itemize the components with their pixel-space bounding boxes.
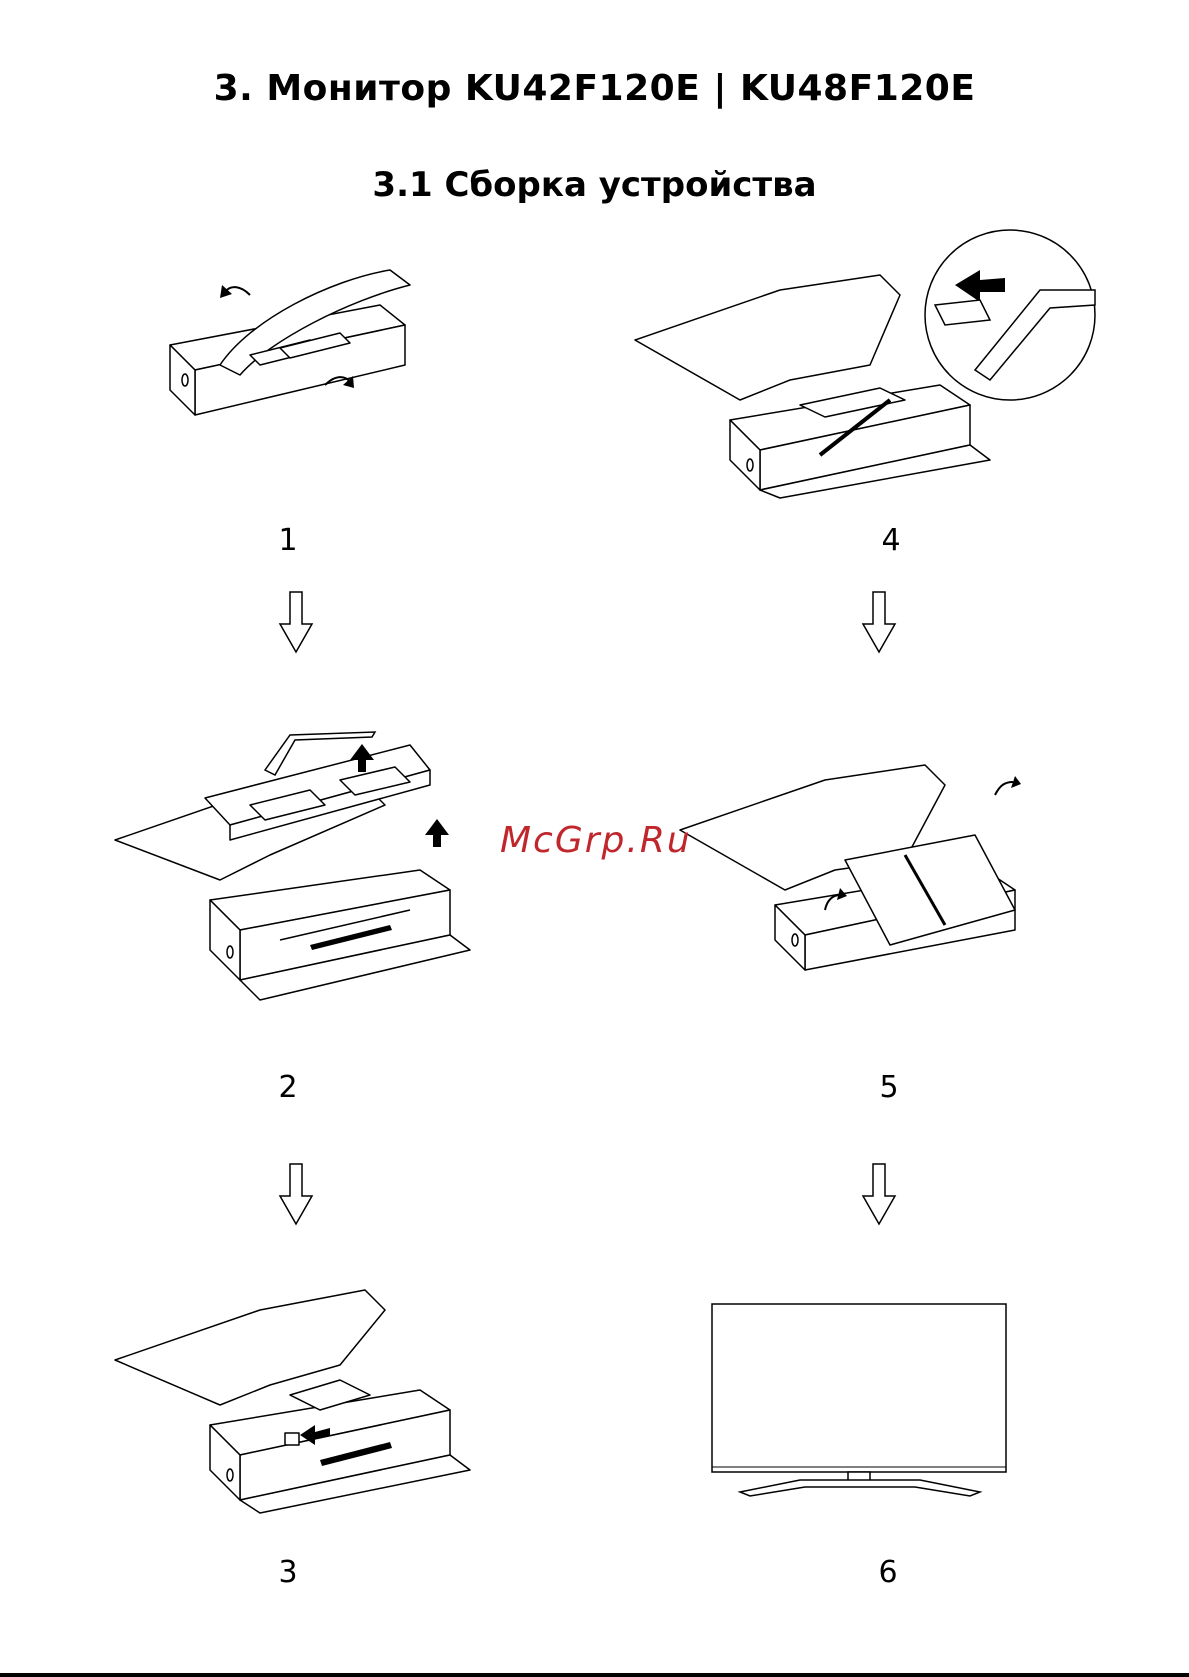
step-1-illustration [160,260,420,450]
step-3-illustration [110,1285,480,1515]
step-number-3: 3 [268,1555,308,1590]
step-number-4: 4 [871,523,911,558]
step-4-illustration [630,230,1100,500]
step-number-6: 6 [868,1555,908,1590]
chapter-title: 3. Монитор KU42F120E | KU48F120E [0,68,1189,109]
step-number-1: 1 [268,523,308,558]
watermark: McGrp.Ru [500,820,692,861]
step-2-illustration [110,720,480,1010]
section-title: 3.1 Сборка устройства [0,165,1189,205]
step-6-illustration [710,1302,1010,1502]
step-5-illustration [675,760,1055,980]
bottom-rule [0,1673,1189,1677]
down-arrow-icon [278,590,314,654]
down-arrow-icon [861,590,897,654]
down-arrow-icon [861,1162,897,1226]
step-number-2: 2 [268,1070,308,1105]
down-arrow-icon [278,1162,314,1226]
step-number-5: 5 [869,1070,909,1105]
